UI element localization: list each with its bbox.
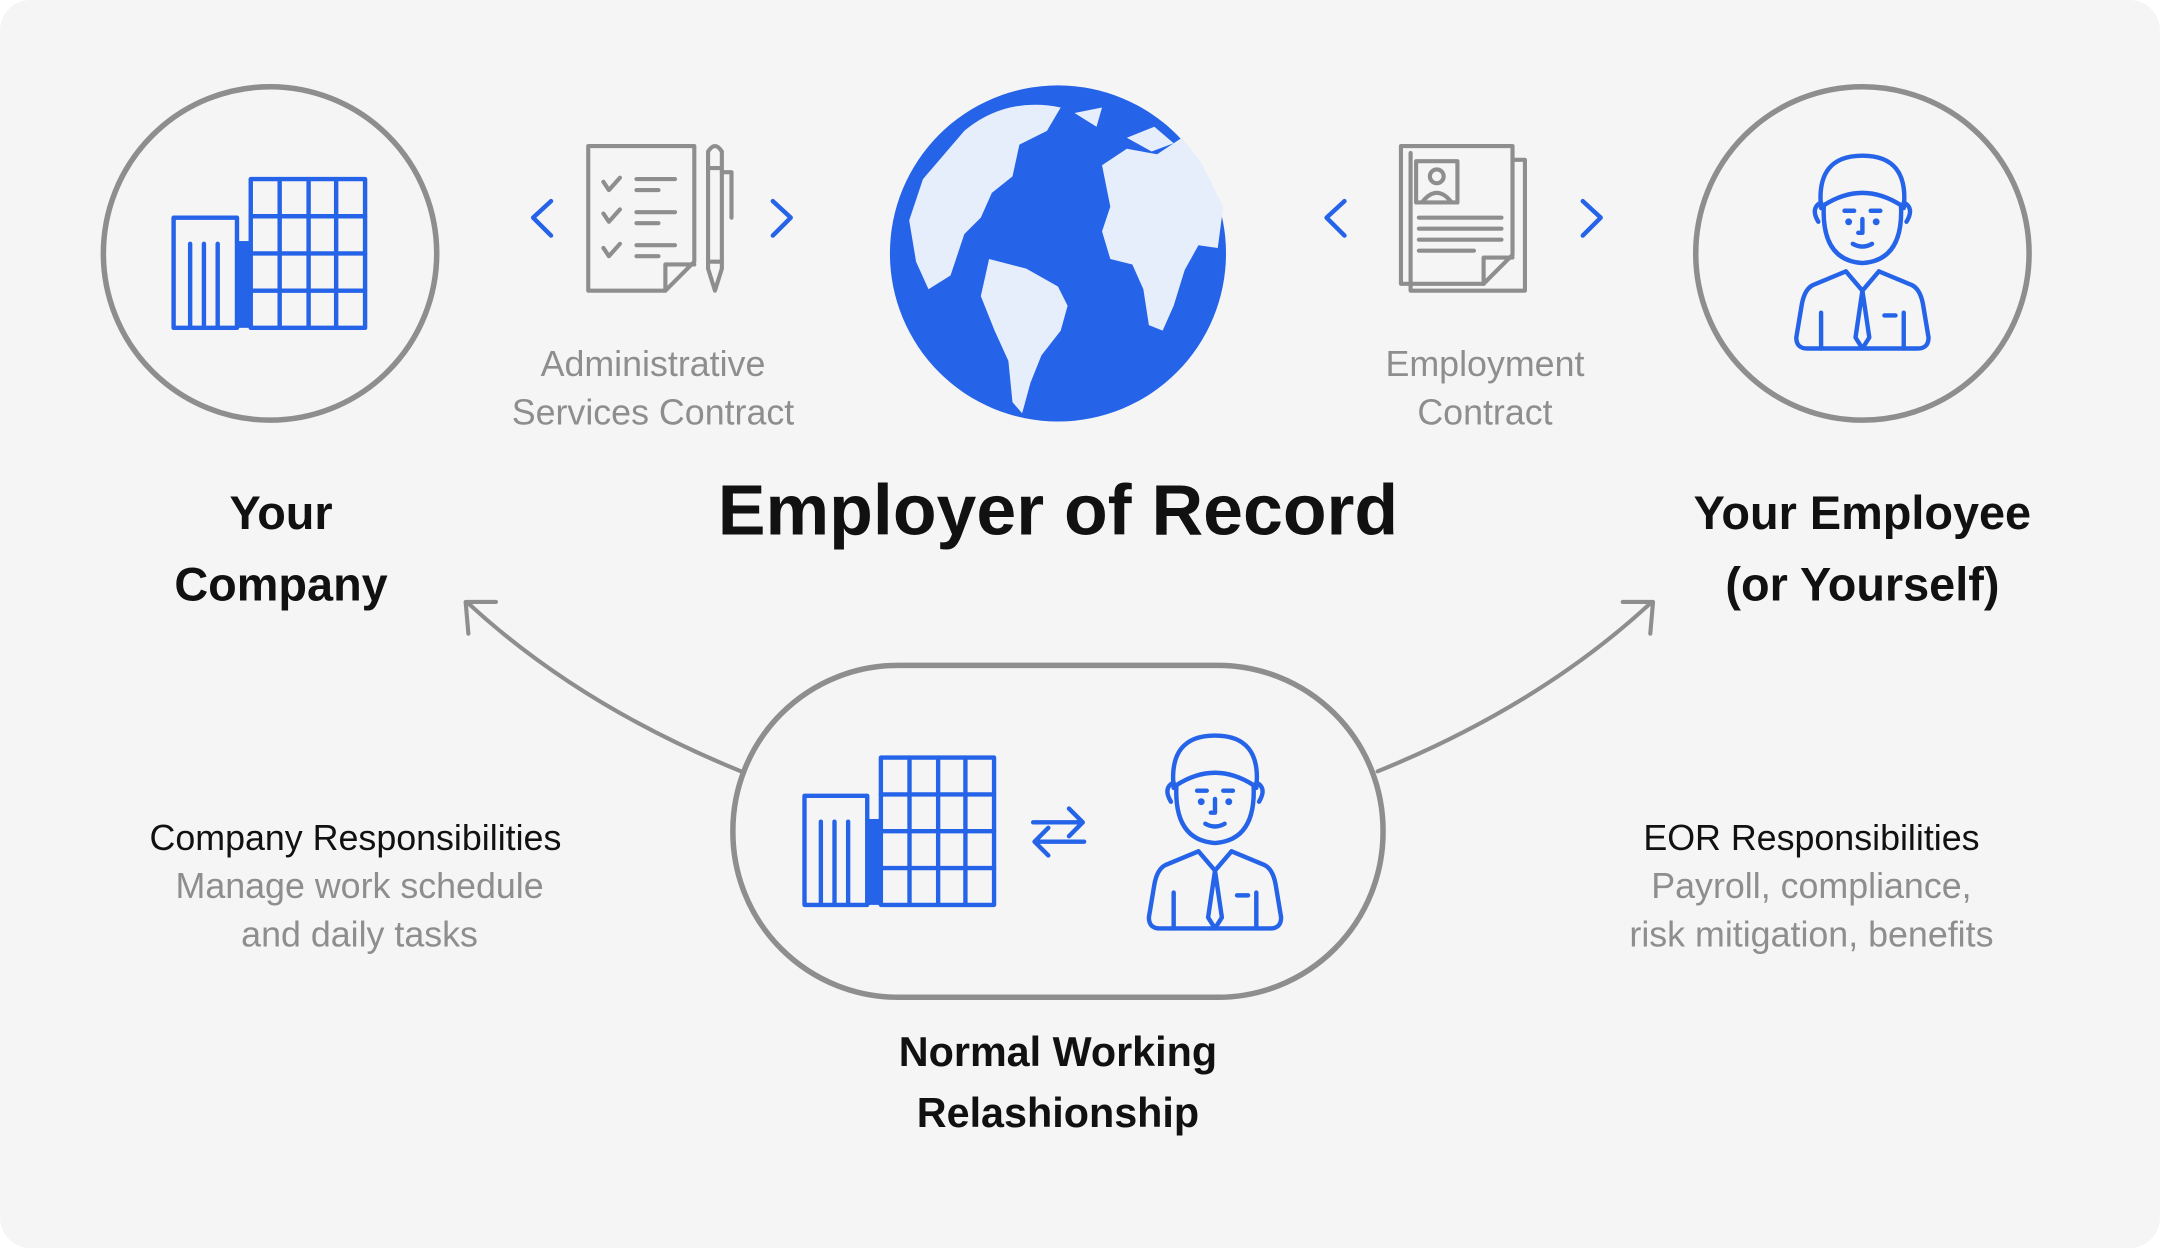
globe-icon: [889, 85, 1227, 422]
pen-icon: [706, 143, 734, 293]
company-circle: [100, 84, 440, 423]
company-label-line1: Your: [229, 487, 332, 539]
employee-icon: [1146, 733, 1284, 931]
chevron-right-icon: [770, 198, 793, 238]
admin-contract-group: Administrative Services Contract: [512, 143, 795, 432]
company-responsibilities-line1: Manage work schedule: [176, 866, 544, 906]
employee-node: [1692, 84, 2032, 423]
employment-contract-group: Employment Contract: [1324, 143, 1603, 432]
chevron-left-icon: [530, 198, 554, 238]
building-icon: [802, 755, 997, 908]
employment-contract-line2: Contract: [1417, 392, 1552, 432]
page-title: Employer of Record: [718, 470, 1398, 550]
admin-contract-line1: Administrative: [541, 344, 766, 384]
employee-circle: [1692, 84, 2032, 423]
company-responsibilities-heading: Company Responsibilities: [150, 818, 562, 858]
relationship-label-line1: Normal Working: [899, 1029, 1217, 1075]
id-document-icon: [1398, 143, 1527, 293]
employee-label-line1: Your Employee: [1694, 487, 2031, 539]
eor-responsibilities-line1: Payroll, compliance,: [1651, 866, 1971, 906]
company-label-line2: Company: [174, 559, 387, 611]
curved-arrow-icon: [1375, 599, 1656, 774]
employment-contract-line1: Employment: [1386, 344, 1585, 384]
relationship-label-line2: Relashionship: [917, 1090, 1199, 1136]
swap-arrows-icon: [1030, 806, 1087, 858]
company-node: [100, 84, 440, 423]
employee-label-line2: (or Yourself): [1725, 559, 1999, 611]
eor-responsibilities-line2: risk mitigation, benefits: [1629, 914, 1993, 954]
building-icon: [171, 176, 368, 331]
checklist-contract-icon: [586, 143, 697, 293]
relationship-pill: [730, 662, 1386, 1001]
chevron-left-icon: [1324, 198, 1347, 238]
admin-contract-line2: Services Contract: [512, 392, 795, 432]
curved-arrow-icon: [463, 599, 744, 774]
eor-responsibilities-heading: EOR Responsibilities: [1643, 818, 1979, 858]
chevron-right-icon: [1580, 198, 1603, 238]
company-responsibilities-line2: and daily tasks: [241, 914, 478, 954]
employee-icon: [1794, 153, 1931, 351]
